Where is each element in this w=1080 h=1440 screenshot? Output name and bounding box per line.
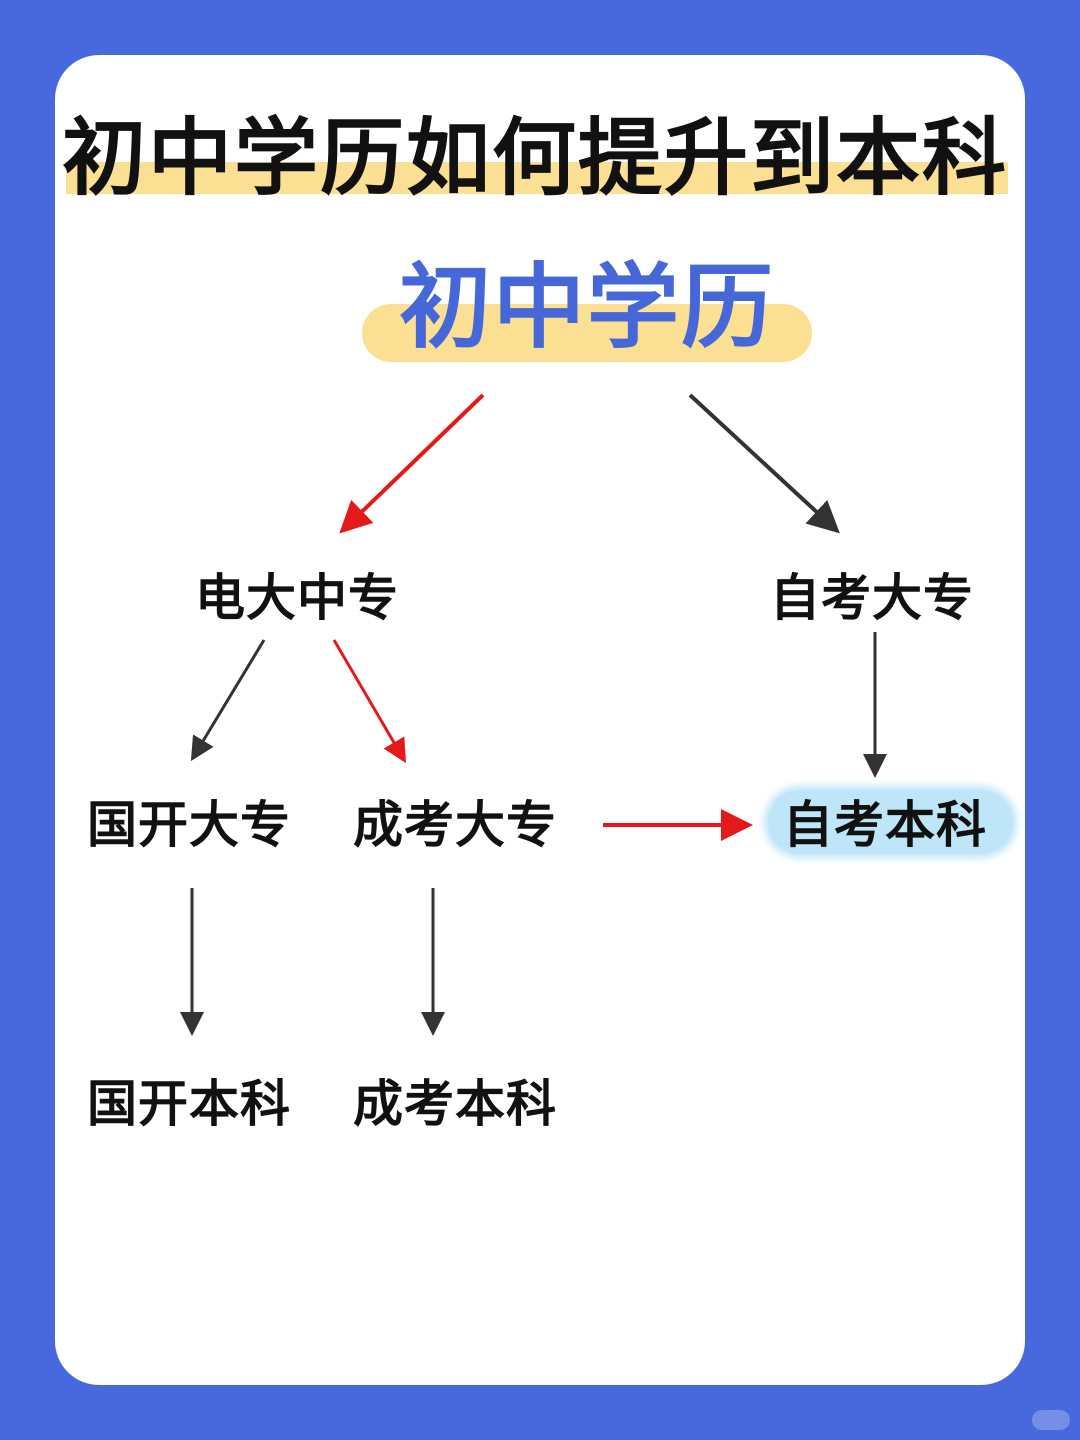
node-tvu-secondary: 电大中专 <box>195 569 399 627</box>
node-self-exam-college: 自考大专 <box>770 569 974 627</box>
page-title: 初中学历如何提升到本科 <box>61 109 1008 207</box>
arrow-tvu-secondary-to-adult-exam-college <box>332 639 407 764</box>
title-highlight <box>66 162 1008 194</box>
root-node: 初中学历 <box>362 258 812 368</box>
watermark <box>1032 1410 1070 1430</box>
arrow-tvu-secondary-to-ou-college <box>190 639 266 762</box>
node-adult-exam-bachelor: 成考本科 <box>353 1075 557 1133</box>
root-node-label: 初中学历 <box>398 254 775 361</box>
arrow-root-to-tvu-secondary <box>339 393 485 534</box>
node-self-exam-bachelor: 自考本科 <box>783 796 987 854</box>
title-block: 初中学历如何提升到本科 <box>60 108 1010 208</box>
node-ou-college: 国开大专 <box>87 796 291 854</box>
root-highlight <box>362 304 812 362</box>
node-adult-exam-college: 成考大专 <box>353 796 557 854</box>
arrow-root-to-self-exam-college <box>688 393 840 534</box>
self-exam-bachelor-highlight <box>768 790 1013 854</box>
node-ou-bachelor: 国开本科 <box>87 1075 291 1133</box>
